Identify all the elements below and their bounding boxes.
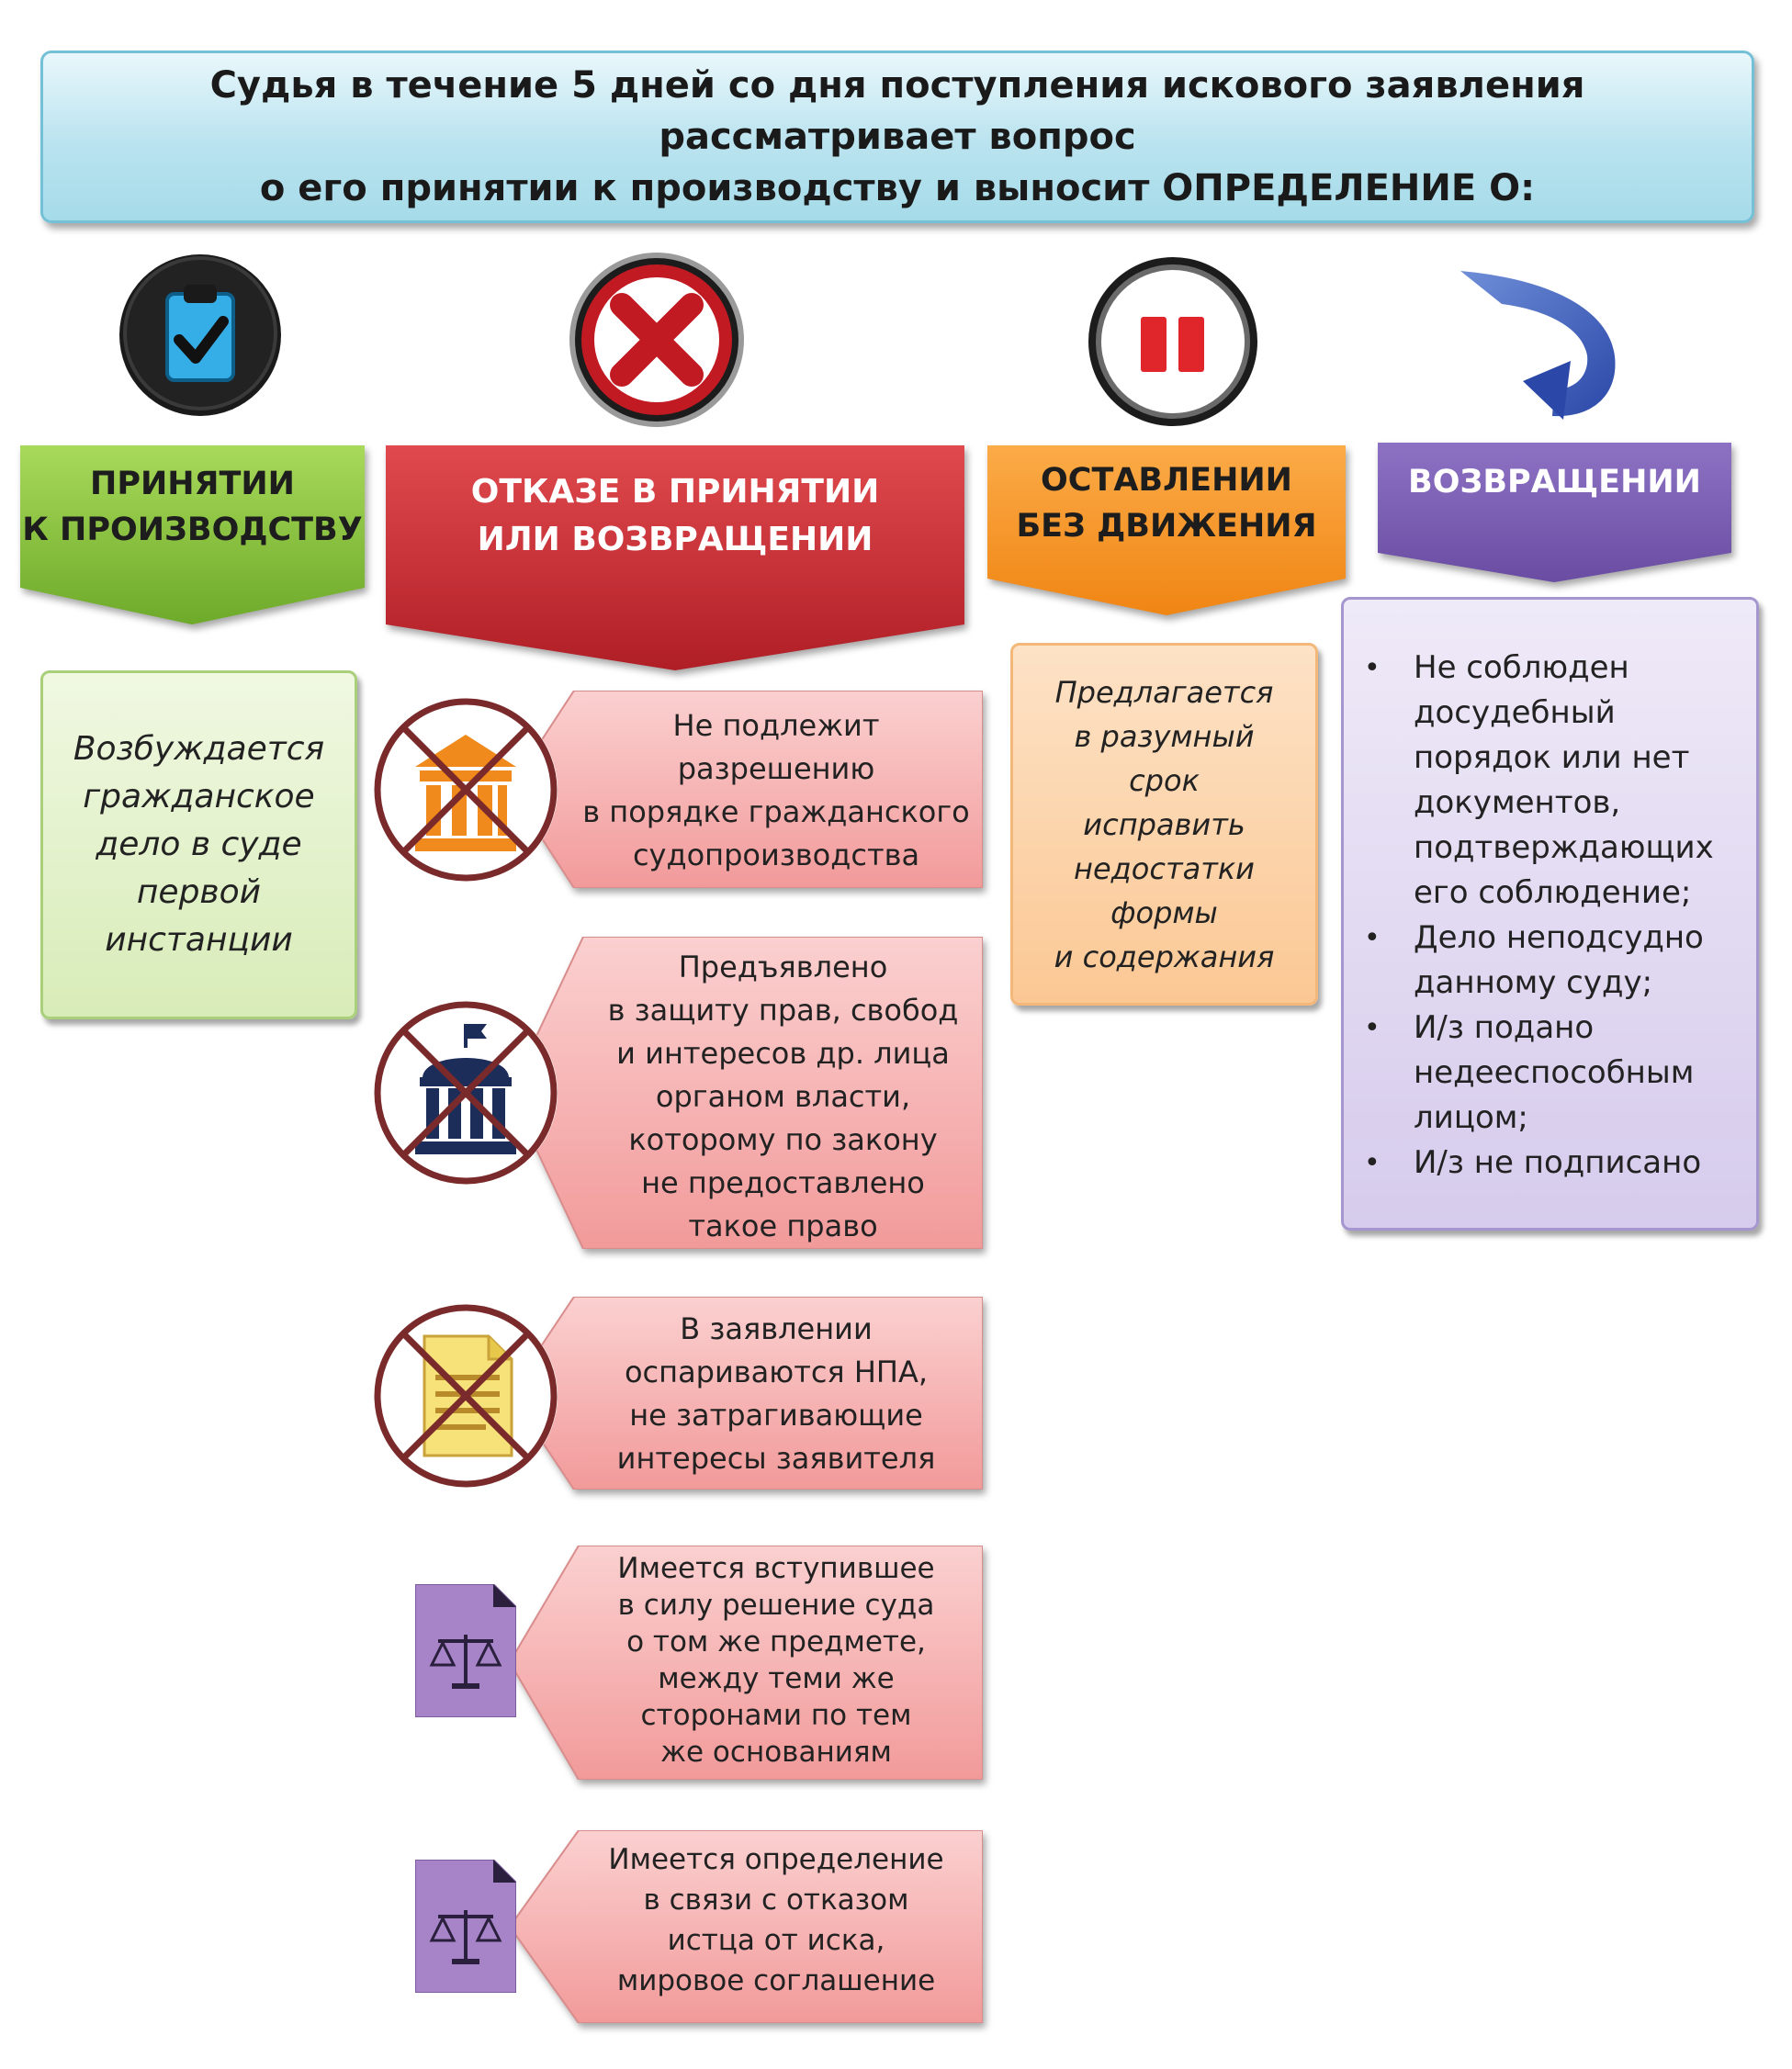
refuse-reason-callout: В заявлении оспариваются НПА, не затраги… — [508, 1296, 984, 1490]
header-banner: Судья в течение 5 дней со дня поступлени… — [40, 51, 1754, 223]
refuse-reason-text: В заявлении оспариваются НПА, не затраги… — [616, 1311, 936, 1476]
refuse-reason-callout: Не подлежит разрешению в порядке граждан… — [508, 690, 984, 889]
category-label-return: ВОЗВРАЩЕНИИ — [1408, 464, 1701, 500]
refuse-reason-text: Имеется вступившее в силу решение суда о… — [617, 1552, 935, 1769]
leave-box: Предлагается в разумный срок исправить н… — [1010, 643, 1318, 1006]
scales-document-icon — [414, 1859, 517, 1994]
refuse-reason-callout: Имеется определение в связи с отказом ис… — [508, 1829, 984, 2024]
category-label-refuse: ОТКАЗЕ В ПРИНЯТИИ ИЛИ ВОЗВРАЩЕНИИ — [470, 473, 880, 558]
category-banner-return: ВОЗВРАЩЕНИИ — [1378, 443, 1731, 585]
crossed-court-building-icon — [369, 693, 562, 886]
clipboard-check-icon — [115, 248, 286, 419]
refuse-reason-callout: Предъявлено в защиту прав, свобод и инте… — [508, 936, 984, 1250]
list-item: •Дело неподсудно данному суду; — [1364, 919, 1704, 1001]
return-reasons-list: •Не соблюден досудебный порядок или нет … — [1344, 646, 1714, 1186]
list-item: •Не соблюден досудебный порядок или нет … — [1364, 649, 1714, 911]
category-label-leave: ОСТАВЛЕНИИ БЕЗ ДВИЖЕНИЯ — [1016, 462, 1317, 545]
crossed-document-icon — [369, 1299, 562, 1492]
return-box: •Не соблюден досудебный порядок или нет … — [1341, 597, 1759, 1231]
refuse-reason-text: Имеется определение в связи с отказом ис… — [608, 1843, 944, 1997]
refuse-reason-text: Предъявлено в защиту прав, свобод и инте… — [607, 950, 959, 1243]
leave-box-text: Предлагается в разумный срок исправить н… — [1054, 674, 1275, 974]
refuse-reason-text: Не подлежит разрешению в порядке граждан… — [582, 708, 970, 872]
category-banner-leave: ОСТАВЛЕНИИ БЕЗ ДВИЖЕНИЯ — [987, 445, 1346, 620]
category-label-accept: ПРИНЯТИИ К ПРОИЗВОДСТВУ — [22, 466, 363, 548]
list-item: •И/з не подписано — [1364, 1144, 1702, 1181]
category-banner-accept: ПРИНЯТИИ К ПРОИЗВОДСТВУ — [20, 445, 365, 629]
category-banner-refuse: ОТКАЗЕ В ПРИНЯТИИ ИЛИ ВОЗВРАЩЕНИИ — [386, 445, 964, 675]
pause-icon — [1084, 253, 1263, 432]
curved-arrow-icon — [1451, 262, 1635, 422]
header-text: Судья в течение 5 дней со дня поступлени… — [209, 64, 1585, 209]
refuse-reason-callout: Имеется вступившее в силу решение суда о… — [508, 1545, 984, 1781]
accept-box: Возбуждается гражданское дело в суде пер… — [40, 670, 357, 1019]
red-x-icon — [565, 248, 749, 432]
list-item: •И/з подано недееспособным лицом; — [1364, 1009, 1695, 1136]
accept-box-text: Возбуждается гражданское дело в суде пер… — [73, 730, 325, 959]
scales-document-icon — [414, 1583, 517, 1718]
crossed-government-building-icon — [369, 996, 562, 1189]
